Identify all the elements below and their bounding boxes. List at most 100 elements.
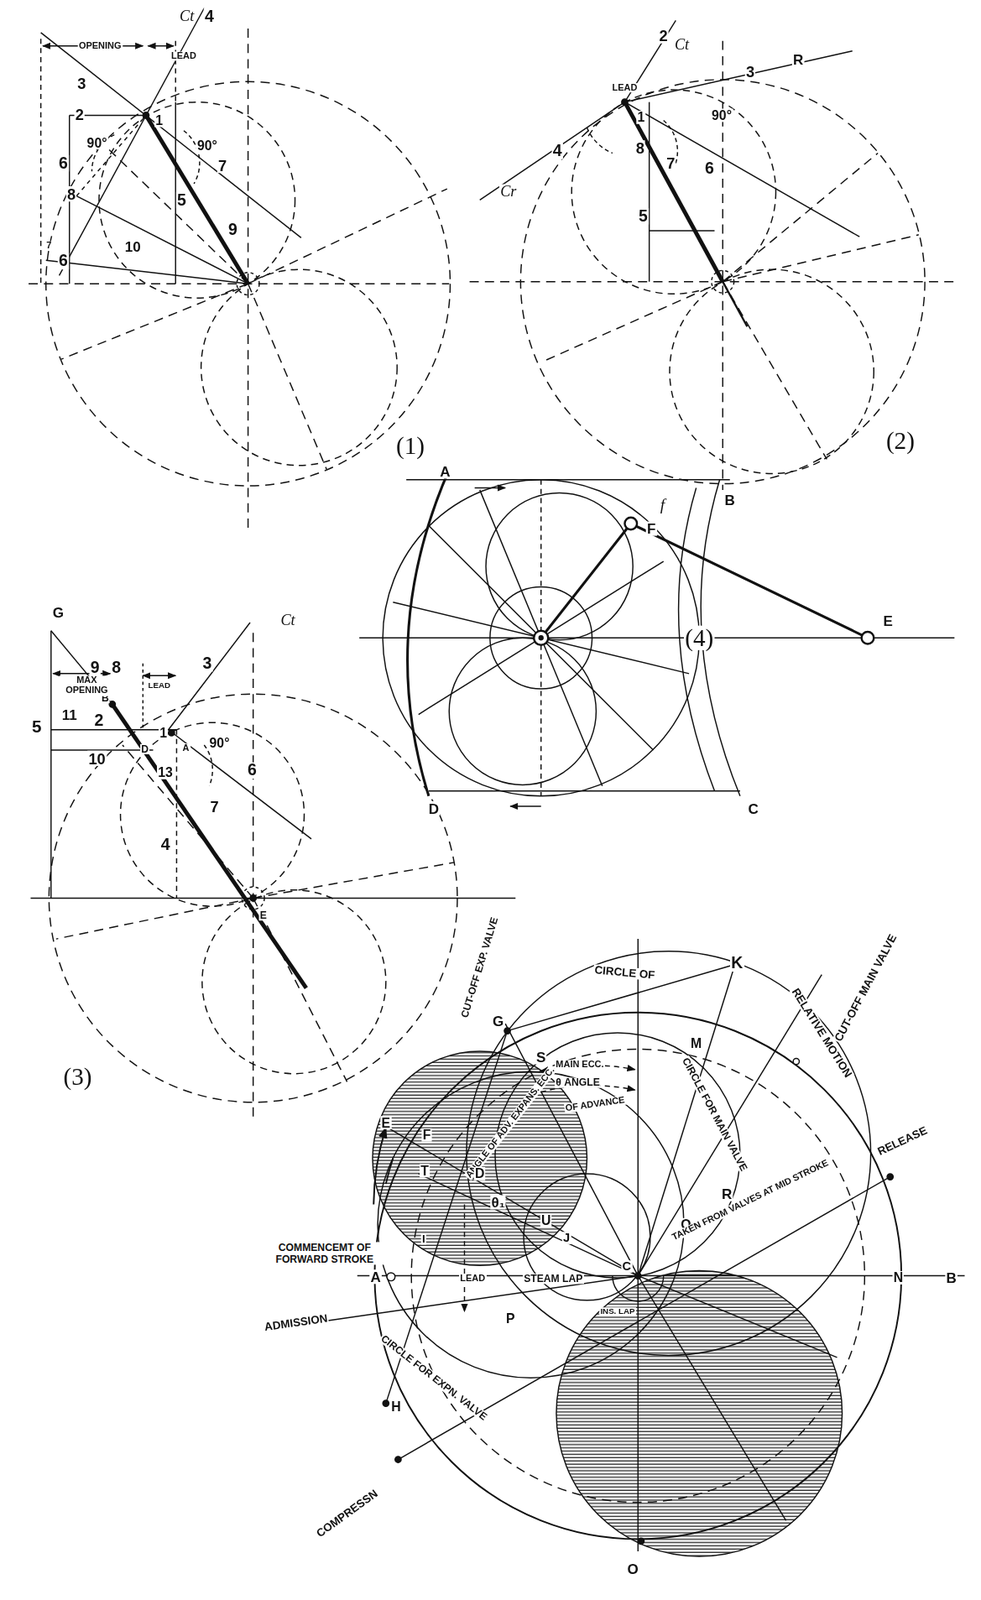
figure-label: E <box>259 910 269 921</box>
figure-label: C <box>620 1260 632 1274</box>
figure-label: 4 <box>552 142 564 159</box>
figure-label: M <box>689 1036 704 1050</box>
drawn-line-work <box>109 701 115 708</box>
figure-label: Ct <box>279 612 297 628</box>
drawn-line-work <box>669 269 874 474</box>
figure-label: 7 <box>208 798 220 815</box>
drawn-line-work <box>507 965 736 1032</box>
figure-label: D <box>140 744 150 755</box>
drawn-line-work <box>253 862 455 899</box>
drawn-line-work <box>52 673 110 674</box>
drawn-line-work <box>387 1127 638 1276</box>
figure-label: 13 <box>156 766 174 780</box>
drawn-line-work <box>678 487 715 791</box>
drawn-line-work <box>722 152 878 282</box>
drawn-line-work <box>46 260 249 284</box>
figure-label: 3 <box>76 76 88 92</box>
figure-label: 90° <box>196 139 219 153</box>
figure-label: K <box>730 955 744 972</box>
drawn-line-work <box>621 99 628 105</box>
figure-label: 3 <box>745 63 757 79</box>
figure-label: 90° <box>710 109 733 123</box>
drawn-line-work <box>252 632 254 1118</box>
figure-label: (4) <box>683 626 715 651</box>
figure-label: A <box>181 743 190 753</box>
drawn-line-work <box>253 897 348 1082</box>
figure-label: 2 <box>93 712 105 729</box>
figure-label: C <box>746 801 760 816</box>
drawn-line-work <box>61 283 249 360</box>
drawn-line-work <box>41 32 302 239</box>
figure-label: 6 <box>57 155 69 172</box>
drawn-line-work <box>373 1127 387 1205</box>
drawn-line-work <box>541 523 632 638</box>
drawn-line-work <box>28 282 449 284</box>
figure-label: 7 <box>665 156 677 172</box>
drawn-line-work <box>495 1033 741 1279</box>
drawn-line-work <box>201 269 398 466</box>
drawn-line-work <box>480 102 626 201</box>
drawn-line-work <box>248 188 448 284</box>
figure-label: STEAM LAP <box>522 1273 585 1284</box>
drawn-line-work <box>637 1276 786 1522</box>
drawn-line-work <box>386 1273 396 1282</box>
drawn-line-work <box>861 631 875 645</box>
drawn-line-work <box>168 730 175 736</box>
figure-label: 10 <box>123 240 141 255</box>
drawn-line-work <box>510 805 541 807</box>
figure-label: 1 <box>154 114 164 128</box>
figure-label: θ₁ <box>490 1194 507 1210</box>
drawn-line-work <box>469 20 955 491</box>
drawn-line-work <box>142 112 149 119</box>
figure-label: A <box>438 464 452 479</box>
figure-label: 6 <box>246 762 258 779</box>
figure-label: Ct <box>178 8 196 24</box>
drawn-line-work <box>147 45 173 47</box>
drawn-line-work <box>174 41 176 103</box>
drawn-line-work <box>122 745 254 898</box>
figure-label: Cr <box>499 184 518 200</box>
figure-label: 8 <box>66 186 78 202</box>
drawn-line-work <box>533 631 548 646</box>
figure-label: D <box>427 801 441 816</box>
figure-label: 90° <box>85 135 108 150</box>
figure-label: CIRCLE OF <box>593 964 657 981</box>
drawn-line-work <box>466 951 872 1357</box>
drawn-line-work <box>418 561 664 715</box>
drawn-line-work <box>395 1456 402 1463</box>
drawn-line-work <box>146 114 249 284</box>
drawn-line-work <box>428 790 741 792</box>
figure-label: P <box>505 1312 517 1326</box>
drawn-line-work <box>40 38 42 284</box>
figure-label: U <box>540 1214 553 1228</box>
drawn-line-work <box>887 1174 893 1180</box>
figure-label: f <box>659 496 667 513</box>
drawn-line-work <box>793 1058 799 1065</box>
drawn-line-work <box>386 1158 394 1185</box>
figure-label: RELEASE <box>875 1124 930 1159</box>
drawn-line-work <box>176 730 178 899</box>
figure-label: OPENING <box>78 41 123 51</box>
drawn-line-work <box>469 281 955 282</box>
figure-label: A <box>369 1269 382 1284</box>
drawn-line-work <box>59 8 205 277</box>
drawn-line-work <box>50 631 52 899</box>
figure-label: 1 <box>636 110 646 125</box>
drawn-line-work <box>504 1027 511 1034</box>
drawn-line-work <box>571 89 776 294</box>
figure-label: CUT-OFF MAIN VALVE <box>832 932 900 1045</box>
figure-label: OF ADVANCE <box>563 1095 627 1114</box>
drawn-line-work <box>392 602 689 674</box>
drawn-line-work <box>648 102 650 282</box>
figure-label: LEAD <box>610 83 638 93</box>
figure-label: 1 <box>158 725 168 740</box>
drawn-line-work <box>505 1023 638 1276</box>
drawn-line-work <box>448 637 596 785</box>
drawn-line-work <box>649 229 715 231</box>
figure-label: F <box>646 521 658 537</box>
drawn-line-work <box>418 1174 639 1277</box>
figure-label: 4 <box>159 836 171 853</box>
figure-label: MAIN ECC. <box>554 1059 606 1070</box>
